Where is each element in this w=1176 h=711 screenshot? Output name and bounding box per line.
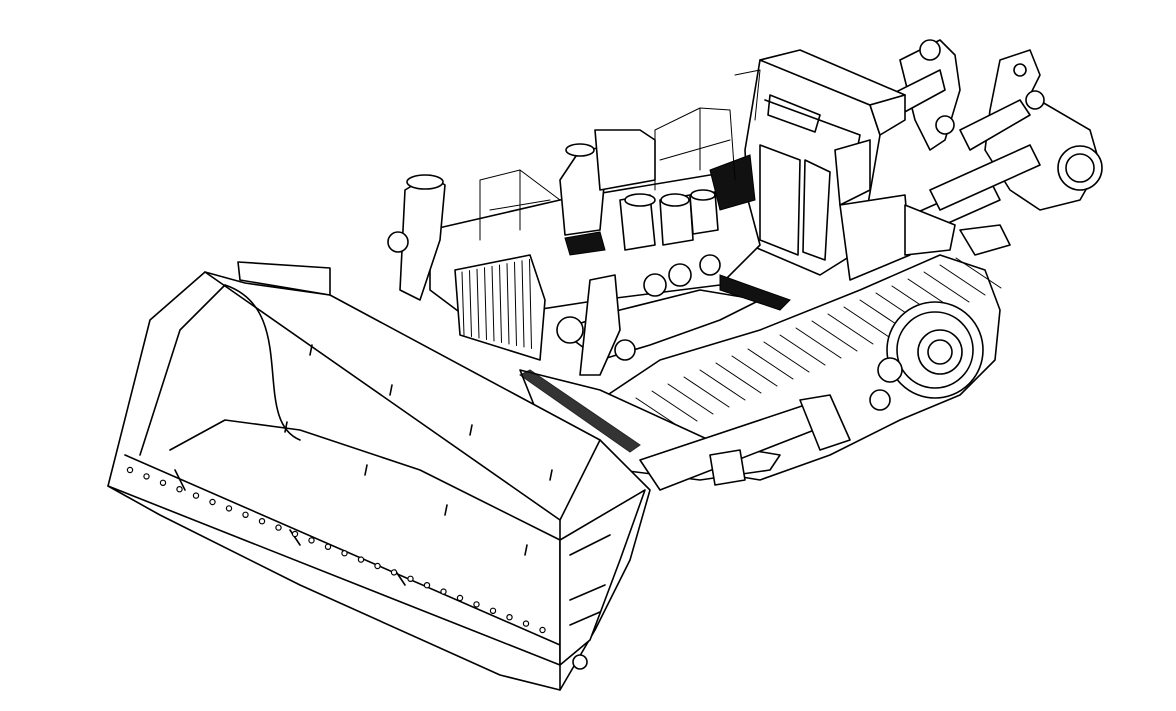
- blade-slot: [469, 424, 473, 436]
- dozer-blade: [107, 261, 651, 691]
- blade-bolt: [324, 543, 332, 551]
- blade-bolt: [242, 511, 249, 519]
- blade-slot: [549, 469, 553, 481]
- blade-bolt: [225, 505, 233, 512]
- blade-slot: [524, 544, 528, 556]
- blade-bolt: [308, 537, 315, 544]
- blade-bolt: [489, 607, 497, 615]
- blade-bolt: [423, 582, 431, 589]
- engine-hood: [387, 129, 791, 361]
- blade-bolt: [159, 479, 167, 486]
- blade-cutting-edge-bolts: [126, 466, 546, 634]
- lift-arm: [519, 274, 851, 491]
- blade-bolt: [192, 492, 200, 499]
- blade-bolt: [357, 556, 365, 563]
- blade-bolt: [291, 530, 299, 538]
- blade-face-slots: [284, 344, 553, 556]
- blade-bolt: [440, 588, 447, 595]
- blade-bolt: [143, 473, 150, 480]
- blade-bolt: [374, 562, 381, 570]
- blade-slot: [309, 344, 313, 356]
- blade-bolt: [539, 626, 546, 634]
- right-track: [599, 254, 1002, 481]
- blade-slot: [364, 464, 368, 476]
- blade-bolt: [275, 524, 282, 531]
- blade-bolt: [176, 486, 183, 493]
- drive-sprocket: [869, 301, 984, 411]
- handrails: [479, 69, 761, 241]
- blade-bolt: [473, 601, 480, 608]
- blade-slot: [444, 504, 448, 516]
- blade-bolt: [522, 620, 530, 627]
- operator-cab: [744, 49, 956, 281]
- blade-bolt: [506, 614, 513, 621]
- blade-bolt: [126, 466, 134, 474]
- blade-bolt: [258, 518, 266, 525]
- blade-bolt: [341, 550, 348, 557]
- blade-bolt: [456, 594, 464, 602]
- blade-bolt: [407, 575, 414, 583]
- blade-slot: [389, 384, 393, 396]
- blade-bolt: [390, 569, 398, 576]
- blade-slot: [284, 421, 288, 433]
- ripper-assembly: [879, 39, 1103, 256]
- blade-bolt: [209, 498, 216, 506]
